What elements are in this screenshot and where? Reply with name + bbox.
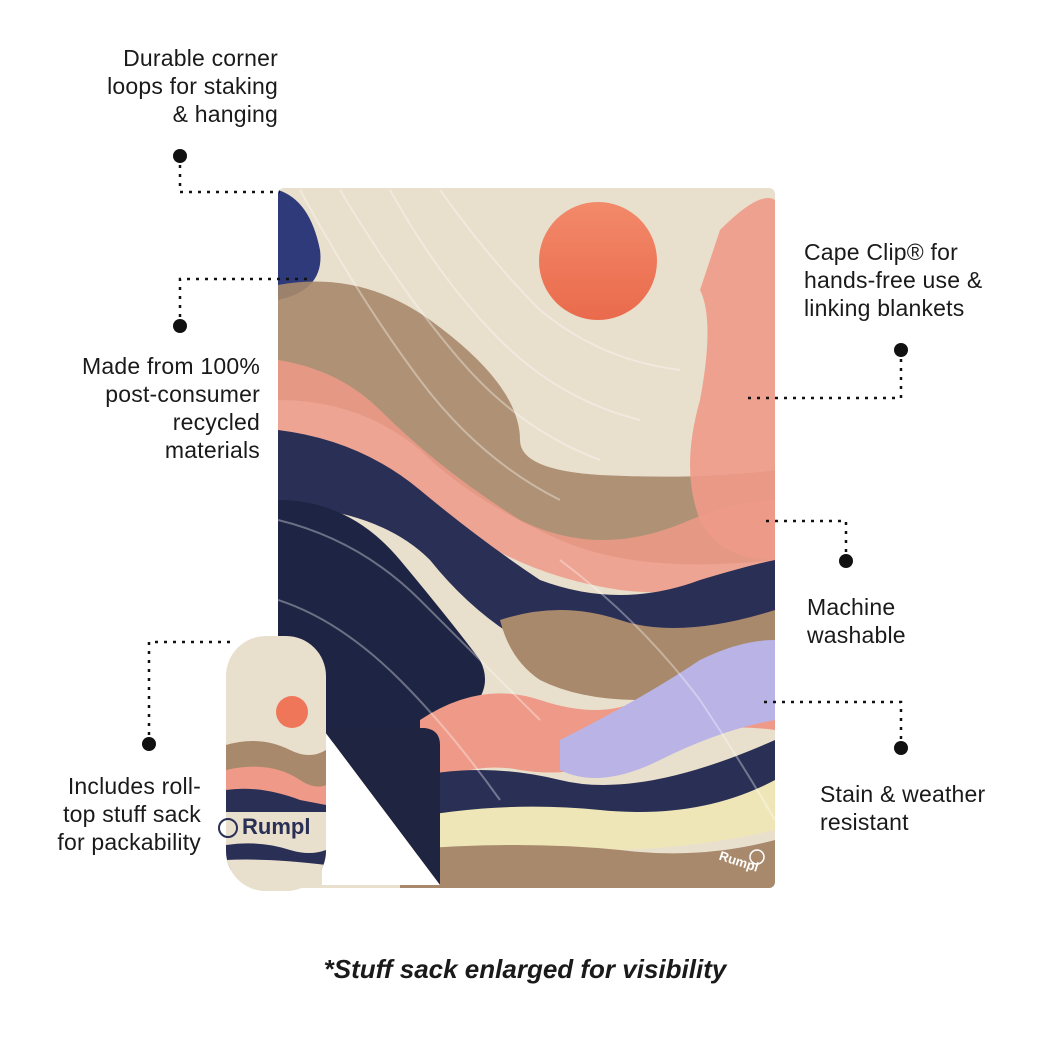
- feature-recycled: Made from 100% post-consumer recycled ma…: [82, 352, 260, 464]
- sack-logo-text: Rumpl: [242, 814, 311, 839]
- sun-shape: [539, 202, 657, 320]
- feature-line: Cape Clip® for: [804, 239, 958, 265]
- feature-line: Includes roll-: [67, 773, 201, 799]
- feature-line: washable: [807, 622, 906, 648]
- feature-line: Machine: [807, 594, 896, 620]
- feature-line: loops for staking: [107, 73, 278, 99]
- stuff-sack: [226, 636, 326, 891]
- footnote: *Stuff sack enlarged for visibility: [323, 954, 727, 984]
- feature-washable: Machine washable: [807, 593, 906, 649]
- sack-logo-badge: [218, 818, 238, 838]
- feature-line: recycled: [172, 409, 260, 435]
- feature-cape-clip: Cape Clip® for hands-free use & linking …: [804, 238, 982, 322]
- leader-lines: [147, 156, 903, 748]
- feature-line: Durable corner: [123, 45, 278, 71]
- feature-stain-resistant: Stain & weather resistant: [820, 780, 985, 836]
- feature-line: for packability: [57, 829, 201, 855]
- feature-corner-loops: Durable corner loops for staking & hangi…: [107, 44, 278, 128]
- feature-line: Made from 100%: [82, 353, 260, 379]
- feature-line: & hanging: [172, 101, 278, 127]
- feature-line: top stuff sack: [63, 801, 201, 827]
- blanket-logo: [749, 849, 765, 865]
- feature-line: resistant: [820, 809, 909, 835]
- feature-line: post-consumer: [105, 381, 260, 407]
- blanket: [278, 188, 775, 888]
- feature-stuff-sack: Includes roll- top stuff sack for packab…: [57, 772, 201, 856]
- feature-line: hands-free use &: [804, 267, 983, 293]
- feature-line: Stain & weather: [820, 781, 986, 807]
- feature-line: linking blankets: [804, 295, 965, 321]
- feature-line: materials: [164, 437, 260, 463]
